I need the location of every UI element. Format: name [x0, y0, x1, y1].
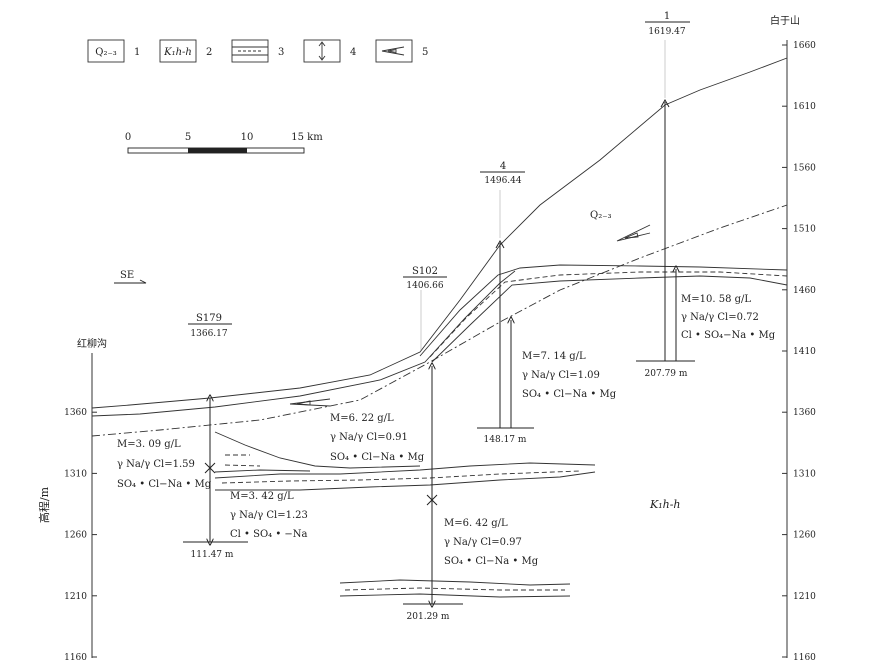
- cretaceous-label: K₁h-h: [649, 498, 681, 511]
- axis-tick-label: 1660: [793, 41, 816, 51]
- svg-text:SO₄ • Cl−Na • Mg: SO₄ • Cl−Na • Mg: [444, 556, 539, 567]
- legend-box-quaternary: [87, 39, 125, 63]
- svg-text:SO₄ • Cl−Na • Mg: SO₄ • Cl−Na • Mg: [117, 479, 212, 490]
- svg-text:M=3. 42 g/L: M=3. 42 g/L: [230, 491, 294, 502]
- svg-text:M=7. 14 g/L: M=7. 14 g/L: [522, 351, 586, 362]
- legend-number: 3: [278, 47, 284, 58]
- svg-text:M=3. 09 g/L: M=3. 09 g/L: [117, 439, 181, 450]
- well-elevation: 1496.44: [484, 176, 521, 186]
- aquifer-band-middle: [214, 462, 596, 479]
- axis-tick-label: 1460: [793, 286, 816, 296]
- direction-label: SE: [120, 270, 134, 281]
- svg-text:γ Na/γ Cl=1.23: γ Na/γ Cl=1.23: [230, 510, 308, 521]
- svg-text:M=10. 58 g/L: M=10. 58 g/L: [681, 294, 751, 305]
- direction-arrow-icon: [114, 279, 147, 284]
- axis-tick-label: 1160: [793, 653, 816, 663]
- axis-tick-label: 1210: [793, 592, 816, 602]
- axis-tick-label: 1410: [793, 347, 816, 357]
- chem-s102-upper: M=6. 22 g/L γ Na/γ Cl=0.91 SO₄ • Cl−Na •…: [330, 413, 425, 463]
- flow-arrow-upper-icon: [616, 224, 651, 242]
- well-name: S102: [412, 266, 438, 277]
- axis-tick-label: 1310: [793, 469, 816, 479]
- right-place-label: 白于山: [770, 14, 800, 27]
- aquifer-bottom: [431, 275, 788, 363]
- well-depth: 148.17 m: [484, 435, 527, 445]
- ground-surface: [91, 57, 788, 409]
- left-place-label: 红柳沟: [77, 337, 107, 350]
- scale-bar: 0 5 10 15 km: [125, 132, 323, 154]
- svg-text:γ Na/γ Cl=1.09: γ Na/γ Cl=1.09: [522, 370, 600, 381]
- well-elevation: 1619.47: [648, 27, 685, 37]
- svg-text:γ Na/γ Cl=0.91: γ Na/γ Cl=0.91: [330, 432, 408, 443]
- well-depth: 201.29 m: [407, 612, 450, 622]
- aquifer-band-deep: [339, 579, 571, 586]
- quaternary-label: Q₂₋₃: [590, 210, 612, 221]
- legend-box-flow: [375, 39, 413, 63]
- aquifer-top: [419, 264, 788, 357]
- axis-tick-label: 1560: [793, 163, 816, 173]
- well-s102: [403, 276, 463, 604]
- svg-text:Cl • SO₄ • −Na: Cl • SO₄ • −Na: [230, 529, 308, 540]
- left-axis-ticks: 1360 1310 1260 1210 1160: [64, 408, 97, 663]
- well-depth: 111.47 m: [191, 550, 234, 560]
- well-1: [636, 21, 695, 362]
- scale-label: 0: [125, 132, 131, 143]
- well-name: 1: [664, 11, 670, 22]
- svg-text:γ Na/γ Cl=0.97: γ Na/γ Cl=0.97: [444, 537, 522, 548]
- svg-text:SO₄ • Cl−Na • Mg: SO₄ • Cl−Na • Mg: [522, 389, 617, 400]
- well-name: S179: [196, 313, 222, 324]
- legend-box-cretaceous: [159, 39, 197, 63]
- svg-text:SO₄ • Cl−Na • Mg: SO₄ • Cl−Na • Mg: [330, 452, 425, 463]
- chem-s179-upper: M=3. 09 g/L γ Na/γ Cl=1.59 SO₄ • Cl−Na •…: [117, 439, 212, 490]
- svg-text:M=6. 42 g/L: M=6. 42 g/L: [444, 518, 508, 529]
- axis-tick-label: 1360: [793, 408, 816, 418]
- chem-well-1: M=10. 58 g/L γ Na/γ Cl=0.72 Cl • SO₄−Na …: [681, 294, 776, 341]
- svg-text:γ Na/γ Cl=1.59: γ Na/γ Cl=1.59: [117, 459, 195, 470]
- legend-number: 5: [422, 47, 428, 58]
- svg-text:γ Na/γ Cl=0.72: γ Na/γ Cl=0.72: [681, 312, 759, 323]
- legend-box-aquifer: [231, 39, 269, 63]
- right-axis-ticks: 1660 1610 1560 1510 1460 1410 1360 1310 1260 1210…: [782, 41, 816, 663]
- aquifer-wedge-s179: [214, 431, 421, 469]
- legend-number: 1: [134, 47, 140, 58]
- axis-tick-label: 1510: [793, 225, 816, 235]
- axis-tick-label: 1160: [64, 653, 87, 663]
- legend-number: 4: [350, 47, 356, 58]
- legend-box-borehole: [303, 39, 341, 63]
- axis-tick-label: 1610: [793, 102, 816, 112]
- axis-tick-label: 1310: [64, 469, 87, 479]
- well-elevation: 1406.66: [406, 281, 443, 291]
- legend-symbol-quaternary: Q₂₋₃: [95, 47, 117, 58]
- axis-tick-label: 1360: [64, 408, 87, 418]
- chem-s179-lower: M=3. 42 g/L γ Na/γ Cl=1.23 Cl • SO₄ • −N…: [230, 491, 308, 540]
- axis-tick-label: 1210: [64, 592, 87, 602]
- legend: Q₂₋₃ 1 K₁h-h 2 3 4 5: [87, 39, 428, 63]
- svg-text:M=6. 22 g/L: M=6. 22 g/L: [330, 413, 394, 424]
- legend-symbol-cretaceous: K₁h-h: [163, 47, 192, 58]
- scale-label: 5: [185, 132, 191, 143]
- axis-tick-label: 1260: [793, 531, 816, 541]
- well-elevation: 1366.17: [190, 329, 227, 339]
- surface-layer-lower: [91, 270, 516, 417]
- scale-label: 15 km: [291, 132, 323, 143]
- svg-text:Cl • SO₄−Na • Mg: Cl • SO₄−Na • Mg: [681, 330, 776, 341]
- well-name: 4: [500, 161, 506, 172]
- chem-s102-lower: M=6. 42 g/L γ Na/γ Cl=0.97 SO₄ • Cl−Na •…: [444, 518, 539, 567]
- chem-well-4: M=7. 14 g/L γ Na/γ Cl=1.09 SO₄ • Cl−Na •…: [522, 351, 617, 400]
- legend-number: 2: [206, 47, 212, 58]
- well-s179: [183, 323, 248, 542]
- y-axis-label: 高程/m: [37, 486, 51, 523]
- axis-tick-label: 1260: [64, 531, 87, 541]
- aquifer-mid-dash: [429, 271, 788, 358]
- well-depth: 207.79 m: [645, 369, 688, 379]
- scale-label: 10: [241, 132, 254, 143]
- well-4: [477, 171, 534, 429]
